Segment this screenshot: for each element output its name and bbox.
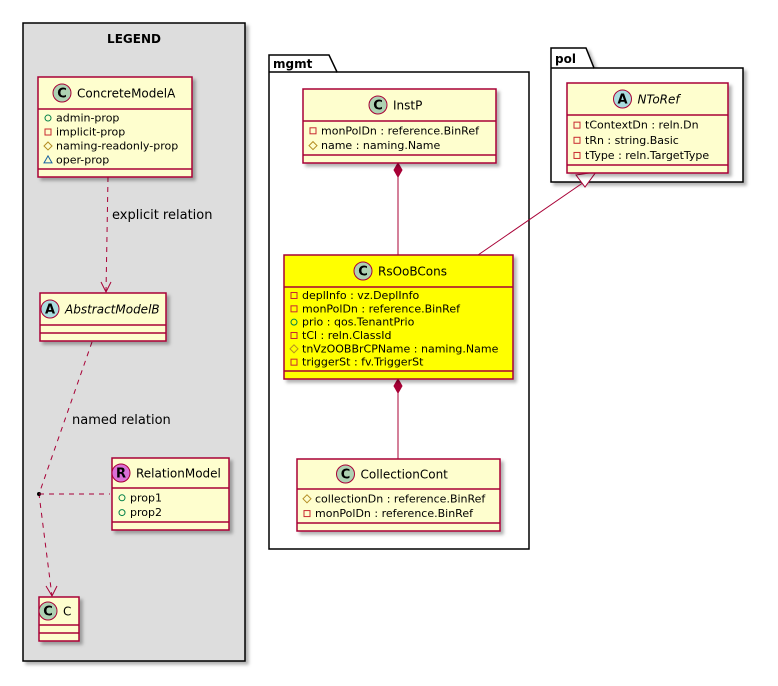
class-abstract-model-b-stereotype: A	[45, 303, 55, 318]
class-rsoobcons-attr-4-protected-icon	[289, 344, 299, 354]
class-ntoref-box	[566, 82, 729, 174]
class-collectioncont-stereotype: C	[341, 468, 351, 483]
class-ntoref-attr-2-private-icon	[573, 151, 581, 159]
class-concrete-model-a-stereotype: C	[57, 87, 67, 102]
class-c-name: C	[63, 605, 71, 619]
class-concrete-model-a-name: ConcreteModelA	[77, 87, 176, 101]
class-collectioncont-name: CollectionCont	[361, 468, 449, 482]
class-instp-attr: monPolDn : reference.BinRef	[321, 124, 480, 137]
class-abstract-model-b-stereotype-icon	[40, 299, 60, 319]
class-abstract-model-b-name: AbstractModelB	[64, 303, 160, 317]
class-rsoobcons-name: RsOoBCons	[378, 265, 447, 279]
class-collectioncont-stereotype-icon	[336, 464, 355, 484]
class-instp-attr-0-private-icon	[309, 127, 317, 135]
legend-title: LEGEND	[107, 32, 161, 46]
class-rsoobcons-attr-3-private-icon	[290, 332, 298, 339]
class-instp-stereotype: C	[373, 99, 383, 114]
class-concrete-model-a-attr-1-private-icon	[44, 128, 52, 136]
class-relation-model-attr-1-public-icon	[118, 509, 126, 517]
class-abstract-model-b-box	[39, 292, 167, 342]
class-rsoobcons-attr: deplInfo : vz.DeplInfo	[302, 289, 419, 302]
edges: explicit relation named relation	[37, 161, 598, 598]
class-rsoobcons-attr: monPolDn : reference.BinRef	[302, 302, 461, 315]
package-mgmt-label: mgmt	[273, 57, 313, 71]
class-relation-model: R RelationModel prop1 prop2	[111, 457, 230, 531]
class-rsoobcons-attr: tCl : reln.ClassId	[302, 329, 392, 342]
class-instp: C InstP monPolDn : reference.BinRef name : …	[302, 88, 497, 164]
label-named-relation: named relation	[72, 413, 171, 428]
edge-named-arrowhead	[45, 585, 58, 598]
class-concrete-model-a: C ConcreteModelA admin-propimplicit-propna…	[37, 76, 193, 178]
class-c-stereotype: C	[43, 605, 53, 620]
class-collectioncont-box	[296, 458, 501, 532]
class-ntoref-attr: tType : reln.TargetType	[585, 149, 709, 162]
class-collectioncont-attr-1-private-icon	[303, 510, 311, 518]
class-rsoobcons-attr: tnVzOOBBrCPName : naming.Name	[302, 342, 499, 355]
class-rsoobcons-attr: triggerSt : fv.TriggerSt	[302, 356, 424, 369]
class-rsoobcons-attr: prio : qos.TenantPrio	[302, 316, 415, 329]
edge-rsoob-ntoref	[477, 179, 588, 256]
class-concrete-model-a-attr: oper-prop	[56, 153, 109, 166]
class-abstract-model-b: A AbstractModelB	[39, 292, 167, 342]
class-rsoobcons-attr-1-private-icon	[290, 305, 298, 313]
class-relation-model-attr: prop2	[130, 506, 162, 519]
class-collectioncont-attr: collectionDn : reference.BinRef	[315, 492, 486, 505]
class-concrete-model-a-attr-0-public-icon	[44, 114, 52, 122]
package-pol-label: pol	[555, 52, 576, 66]
class-instp-name: InstP	[393, 99, 422, 113]
class-concrete-model-a-attr-2-protected-icon	[43, 141, 53, 151]
class-ntoref-stereotype: A	[617, 93, 627, 108]
class-collectioncont-attr: monPolDn : reference.BinRef	[315, 507, 474, 520]
class-relation-model-attr-0-public-icon	[118, 494, 126, 502]
class-concrete-model-a-box	[37, 76, 193, 178]
class-ntoref-attr-1-private-icon	[573, 136, 581, 144]
class-ntoref-stereotype-icon	[613, 89, 632, 109]
class-relation-model-stereotype-icon	[111, 463, 131, 483]
class-relation-model-stereotype: R	[116, 467, 126, 482]
class-ntoref-attr: tContextDn : reln.Dn	[585, 119, 699, 132]
class-instp-stereotype-icon	[368, 95, 388, 115]
class-rsoobcons-stereotype: C	[358, 265, 368, 280]
class-ntoref-name: NToRef	[638, 93, 682, 107]
class-ntoref-attr-0-private-icon	[573, 121, 581, 129]
class-relation-model-name: RelationModel	[136, 467, 221, 481]
class-rsoobcons-box	[283, 254, 514, 380]
class-concrete-model-a-attr: admin-prop	[56, 112, 119, 125]
class-instp-attr-1-protected-icon	[308, 140, 318, 151]
class-concrete-model-a-attr: implicit-prop	[56, 126, 125, 139]
label-explicit-relation: explicit relation	[112, 208, 212, 223]
class-rsoobcons-attr-5-private-icon	[290, 358, 298, 366]
class-rsoobcons-attr-0-private-icon	[290, 292, 298, 299]
composition-diamond-instp	[393, 161, 403, 179]
class-relation-model-attr: prop1	[130, 491, 162, 504]
class-concrete-model-a-attr: naming-readonly-prop	[56, 139, 178, 152]
class-concrete-model-a-attr-3-package-icon	[43, 154, 53, 164]
edge-explicit-arrowhead	[100, 281, 112, 294]
class-rsoobcons-attr-2-public-icon	[290, 318, 298, 326]
class-rsoobcons-stereotype-icon	[353, 261, 373, 281]
class-collectioncont-attr-0-protected-icon	[302, 494, 312, 504]
class-instp-attr: name : naming.Name	[321, 139, 441, 152]
class-relation-model-box	[111, 457, 230, 531]
class-rsoobcons: C RsOoBCons deplInfo : vz.DeplInfomonPolDn…	[283, 254, 514, 380]
class-c-stereotype-icon	[38, 601, 58, 621]
class-concrete-model-a-stereotype-icon	[52, 83, 72, 103]
class-collectioncont: C CollectionCont collectionDn : reference.…	[296, 458, 501, 532]
class-ntoref-attr: tRn : string.Basic	[585, 134, 679, 147]
composition-diamond-rsoob	[393, 377, 403, 395]
class-instp-box	[302, 88, 497, 164]
class-ntoref: A NToRef tContextDn : reln.Dn tRn : string.…	[566, 82, 729, 174]
